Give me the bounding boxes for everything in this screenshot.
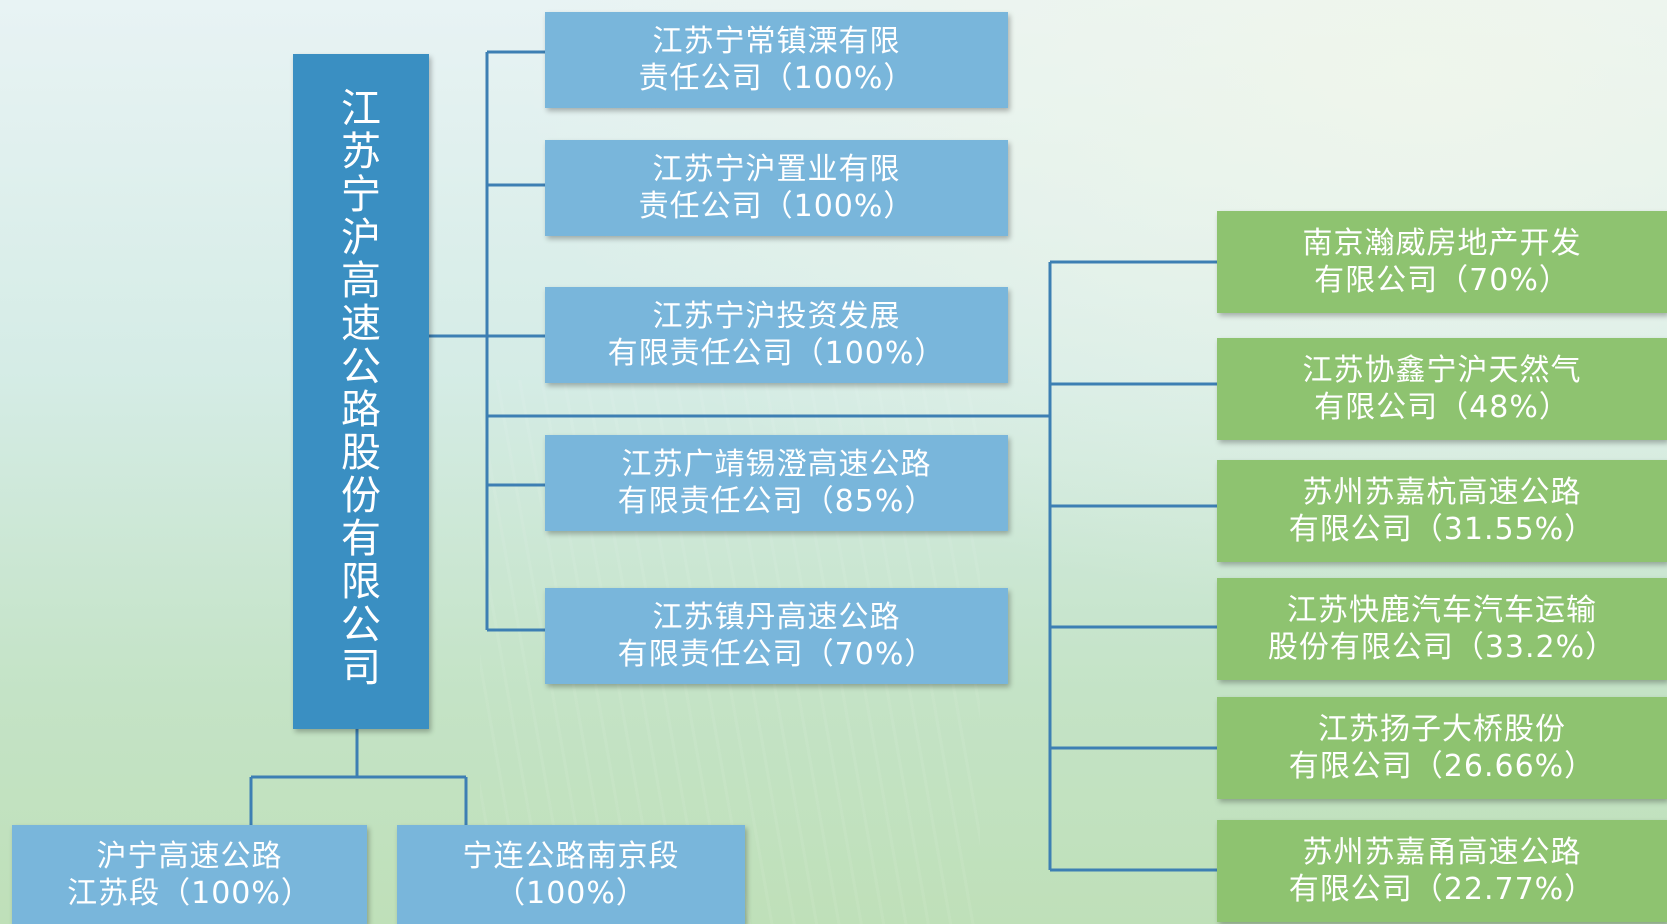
subsidiary-name-line2: 责任公司（100%） [638, 189, 915, 224]
segment-name-line1: 宁连公路南京段 [462, 838, 680, 874]
root-company-name: 江苏宁沪高速公路股份有限公司 [341, 86, 381, 691]
associate-box: 苏州苏嘉甬高速公路 有限公司（22.77%） [1217, 820, 1667, 922]
associate-name-line2: 有限公司（31.55%） [1288, 512, 1596, 547]
subsidiary-name-line2: 有限责任公司（100%） [607, 336, 946, 371]
associate-name-line1: 南京瀚威房地产开发 [1302, 226, 1582, 261]
associate-box: 南京瀚威房地产开发 有限公司（70%） [1217, 211, 1667, 313]
subsidiary-box: 江苏广靖锡澄高速公路 有限责任公司（85%） [545, 435, 1008, 531]
associate-box: 江苏协鑫宁沪天然气 有限公司（48%） [1217, 338, 1667, 440]
associate-name-line2: 有限公司（22.77%） [1288, 872, 1596, 907]
subsidiary-name-line2: 责任公司（100%） [638, 61, 915, 96]
associate-name-line1: 江苏快鹿汽车汽车运输 [1287, 593, 1597, 628]
subsidiary-name-line1: 江苏宁沪投资发展 [652, 299, 901, 334]
associate-name-line1: 江苏协鑫宁沪天然气 [1302, 353, 1582, 388]
associate-box: 江苏快鹿汽车汽车运输 股份有限公司（33.2%） [1217, 578, 1667, 680]
associate-name-line2: 有限公司（26.66%） [1288, 749, 1596, 784]
subsidiary-box: 江苏宁沪投资发展 有限责任公司（100%） [545, 287, 1008, 383]
subsidiary-box: 江苏宁常镇溧有限 责任公司（100%） [545, 12, 1008, 108]
subsidiary-name-line1: 江苏广靖锡澄高速公路 [621, 447, 932, 482]
associate-name-line1: 苏州苏嘉甬高速公路 [1302, 835, 1582, 870]
subsidiary-name-line2: 有限责任公司（85%） [617, 484, 936, 519]
segment-name-line2: 江苏段（100%） [67, 875, 312, 911]
segment-name-line1: 沪宁高速公路 [96, 838, 283, 874]
associate-box: 苏州苏嘉杭高速公路 有限公司（31.55%） [1217, 460, 1667, 562]
subsidiary-box: 江苏宁沪置业有限 责任公司（100%） [545, 140, 1008, 236]
segment-name-line2: （100%） [495, 875, 647, 911]
associate-name-line1: 江苏扬子大桥股份 [1318, 712, 1566, 747]
segment-box: 宁连公路南京段 （100%） [397, 825, 745, 924]
subsidiary-name-line1: 江苏宁常镇溧有限 [652, 24, 901, 59]
associate-name-line2: 有限公司（70%） [1314, 263, 1570, 298]
associate-name-line2: 有限公司（48%） [1314, 390, 1570, 425]
segment-box: 沪宁高速公路 江苏段（100%） [12, 825, 367, 924]
associate-name-line2: 股份有限公司（33.2%） [1267, 630, 1617, 665]
associate-name-line1: 苏州苏嘉杭高速公路 [1302, 475, 1582, 510]
root-company-box: 江苏宁沪高速公路股份有限公司 [293, 54, 429, 729]
subsidiary-name-line1: 江苏宁沪置业有限 [652, 152, 901, 187]
subsidiary-name-line2: 有限责任公司（70%） [617, 637, 936, 672]
subsidiary-name-line1: 江苏镇丹高速公路 [652, 600, 901, 635]
associate-box: 江苏扬子大桥股份 有限公司（26.66%） [1217, 697, 1667, 799]
subsidiary-box: 江苏镇丹高速公路 有限责任公司（70%） [545, 588, 1008, 684]
